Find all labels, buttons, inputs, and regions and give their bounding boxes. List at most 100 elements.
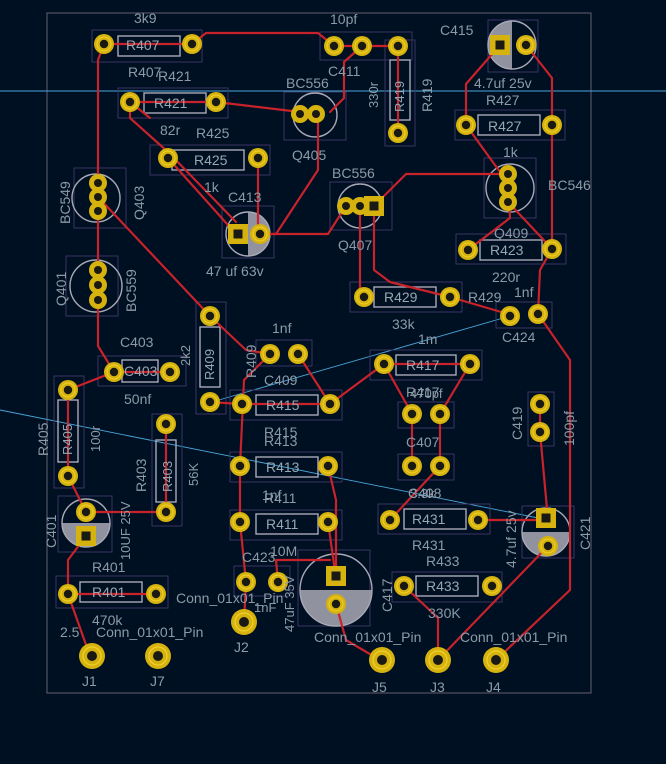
pad-drill-hole [342, 202, 350, 210]
pad-ring [78, 504, 94, 520]
pad-drill-hole [233, 229, 243, 239]
pad-ring [518, 37, 534, 53]
pad-ring [326, 38, 342, 54]
pad-ring [202, 394, 218, 410]
r407-value: 3k9 [134, 10, 157, 26]
pad-drill-hole [63, 385, 73, 395]
pad-drill-hole [163, 153, 173, 163]
c409-ref: C409 [264, 372, 298, 388]
value-2-5: 2.5 [60, 624, 80, 640]
r411-ref: R411 [264, 490, 297, 506]
c424-value: 1nf [514, 284, 534, 300]
c423-ref: C423 [242, 549, 276, 565]
c417-value: 47uF 35V [282, 575, 297, 632]
pad-drill-hole [241, 577, 251, 587]
r409-ref-fab: R409 [202, 349, 217, 380]
r431-value: 3.3k [410, 486, 435, 501]
pad-ring [234, 396, 250, 412]
pad-ring [160, 150, 176, 166]
pad-ring [396, 578, 412, 594]
c419-value: 100pf [561, 411, 577, 446]
q405-ref: Q405 [292, 147, 326, 163]
conn-pin-label-4: Conn_01x01_Pin [460, 629, 567, 645]
conn-pin-label-1: Conn_01x01_Pin [176, 590, 283, 606]
pad-ring [148, 586, 164, 602]
r413-ref-fab: R413 [266, 459, 300, 475]
pad-drill-hole [235, 517, 245, 527]
pad-drill-hole [463, 245, 473, 255]
ratsnest-lines [0, 90, 666, 521]
q403-ref: Q403 [131, 186, 147, 220]
pad-ring [544, 241, 560, 257]
pad-ring [162, 364, 178, 380]
c411-ref: C411 [328, 63, 361, 79]
pad-ring [60, 468, 76, 484]
r405-value: 100r [88, 425, 103, 452]
pad-drill-hole [81, 531, 91, 541]
q409-ref: Q409 [494, 225, 528, 241]
pad-drill-hole [265, 349, 275, 359]
pad-drill-hole [94, 296, 102, 304]
board-outline [46, 12, 592, 694]
pad-drill-hole [541, 513, 551, 523]
pad-drill-hole [187, 39, 197, 49]
pad-ring [232, 514, 248, 530]
pad-ring [372, 650, 392, 670]
r433-ref-fab: R433 [426, 578, 460, 594]
r431-ref: R431 [412, 537, 446, 553]
r413-ref: R413 [264, 433, 298, 449]
pad-drill-hole [151, 589, 161, 599]
c419-ref: C419 [509, 406, 525, 440]
pad-drill-hole [329, 41, 339, 51]
pad-drill-hole [125, 97, 135, 107]
r419-ref: R419 [419, 78, 435, 112]
pad-ring [122, 94, 138, 110]
pad-ring [328, 596, 344, 612]
pad-drill-hole [504, 198, 512, 206]
pad-ring [462, 356, 478, 372]
q403-part: BC549 [57, 181, 73, 224]
pad-ring [238, 574, 254, 590]
pad-ring [390, 125, 406, 141]
r417-value: 1m [418, 331, 437, 347]
r425-ref-fab: R425 [194, 152, 228, 168]
pad-drill-hole [211, 97, 221, 107]
pad-drill-hole [94, 207, 102, 215]
pad-drill-hole [535, 427, 545, 437]
c411-value: 10pf [330, 11, 357, 27]
pad-ring [96, 36, 112, 52]
pad-ring [458, 117, 474, 133]
c415-ref: C415 [440, 22, 474, 38]
pad-drill-hole [465, 359, 475, 369]
r403-ref-fab: R403 [160, 461, 175, 492]
pad-ring [234, 612, 254, 632]
pad-drill-hole [393, 128, 403, 138]
r401-value: 470k [92, 612, 123, 628]
pad-drill-hole [63, 471, 73, 481]
pad-drill-hole [535, 399, 545, 409]
pad-drill-hole [505, 311, 515, 321]
pad-drill-hole [331, 599, 341, 609]
pad-drill-hole [399, 581, 409, 591]
pad-drill-hole [461, 120, 471, 130]
r433-ref: R433 [426, 553, 460, 569]
pad-drill-hole [359, 292, 369, 302]
r433-value: 330K [428, 605, 461, 621]
pad-drill-hole [161, 507, 171, 517]
pad-ring [60, 586, 76, 602]
pad-ring [532, 424, 548, 440]
pad-ring [320, 514, 336, 530]
pad-drill-hole [323, 517, 333, 527]
r403-value: 56K [186, 463, 201, 486]
pad-ring [290, 346, 306, 362]
pad-drill-hole [94, 179, 102, 187]
pad-drill-hole [547, 120, 557, 130]
pad-ring [106, 364, 122, 380]
pad-drill-hole [473, 515, 483, 525]
c421-value: 4.7uf 25v [503, 510, 519, 568]
pad-drill-hole [377, 655, 387, 665]
pad-drill-hole [521, 40, 531, 50]
pad-ring [404, 458, 420, 474]
j3-ref: J3 [430, 679, 445, 695]
